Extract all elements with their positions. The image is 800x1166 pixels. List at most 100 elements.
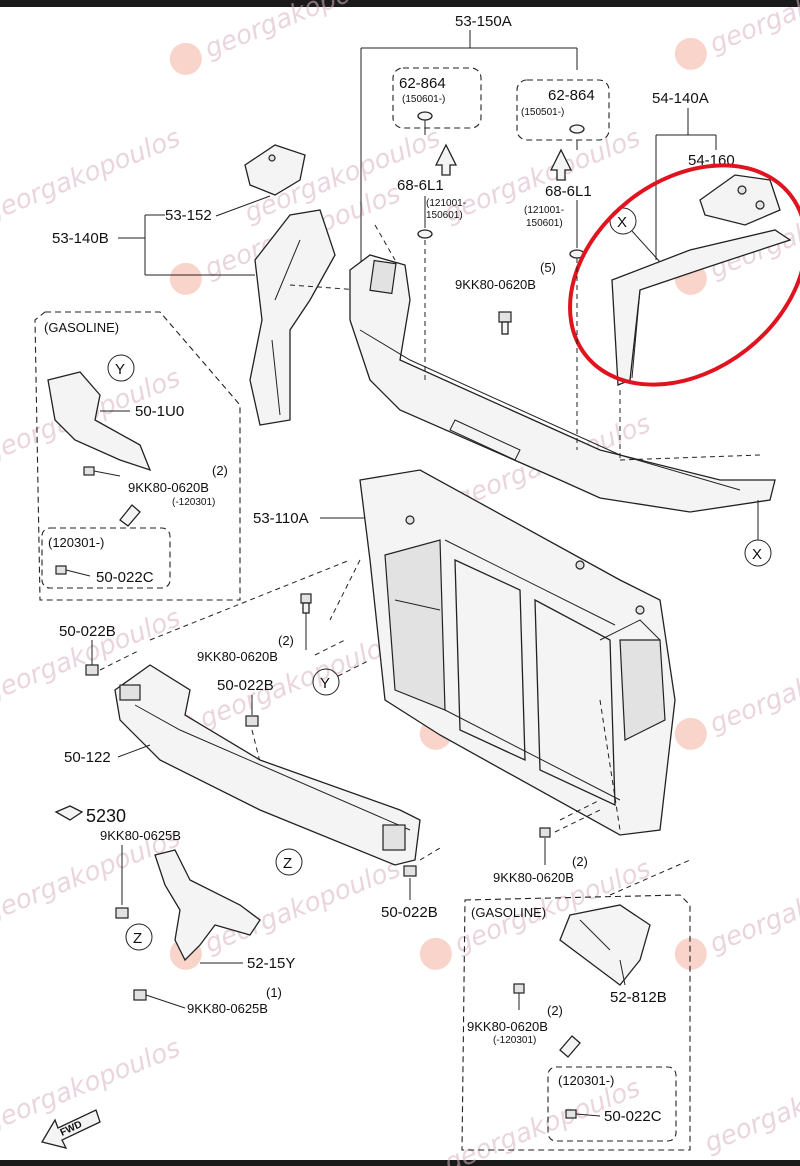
bolt-head-icon [300, 593, 312, 604]
callout-z-lower [125, 923, 153, 951]
callout-y-mid-label: Y [320, 675, 330, 692]
bolt-head-icon [115, 907, 129, 919]
label-bolt-right2-code: (-120301) [493, 1035, 536, 1046]
svg-text:georgakopoulos: georgakopoulos [700, 1053, 800, 1159]
upper-cross-member: X [349, 224, 776, 567]
label-box-left-code: (120301-) [48, 535, 104, 550]
group-53-140B: 53-152 53-140B [52, 144, 361, 426]
box-62-864-left: 62-864 (150601-) [392, 67, 482, 135]
watermark-fragment: georgakopoulos [0, 123, 185, 229]
group-5230: 5230 9KK80-0625B Z 52-15Y (1) 9KK80-0625… [54, 805, 295, 1016]
label-bolt-right-qty: (2) [572, 854, 588, 869]
callout-y-mid [312, 668, 340, 696]
callout-y-label: Y [115, 361, 125, 378]
box-62-864-right: 62-864 (150501-) [516, 79, 610, 150]
label-bolt-left-code: (-120301) [172, 497, 215, 508]
label-bolt-mid-qty: (2) [278, 633, 294, 648]
clip-icon [403, 865, 417, 877]
label-bolt-0625-qty: (1) [266, 985, 282, 1000]
watermark-logo: georgakopoulos [674, 0, 800, 70]
box-gasoline-right: (GASOLINE) 52-812B (2) 9KK80-0620B (-120… [461, 859, 691, 1151]
label-bolt-0625-top: 9KK80-0625B [100, 828, 181, 843]
callout-z-label: Z [283, 855, 292, 872]
group-68-6L1-right: 68-6L1 (121001- 150601) [524, 183, 592, 259]
label-52-15Y: 52-15Y [247, 955, 295, 972]
callout-z-lower-label: Z [133, 930, 142, 947]
label-bolt-right2-qty: (2) [547, 1003, 563, 1018]
label-53-140B: 53-140B [52, 230, 109, 247]
label-50-022B-c: 50-022B [381, 904, 438, 921]
label-68-6L1-right: 68-6L1 [545, 183, 592, 200]
label-bolt-top: 9KK80-0620B [455, 277, 536, 292]
bolt-head-icon [55, 565, 67, 575]
label-gasoline-left: (GASOLINE) [44, 320, 119, 335]
label-box-right-code: (120301-) [558, 1073, 614, 1088]
member-53-140B [249, 209, 336, 426]
clip-icon [245, 715, 259, 727]
arrow-up-icon [549, 148, 573, 181]
label-bolt-mid: 9KK80-0620B [197, 649, 278, 664]
highlight-circle [568, 163, 800, 387]
label-50-1U0: 50-1U0 [135, 403, 184, 420]
watermark-fragment: georgakopoulos [700, 1053, 800, 1159]
label-50-022C-left: 50-022C [96, 569, 154, 586]
svg-text:georgakopoulos: georgakopoulos [0, 123, 185, 229]
bolt-head-icon [498, 311, 512, 323]
svg-text:georgakopoulos: georgakopoulos [201, 0, 405, 65]
label-bolt-right2: 9KK80-0620B [467, 1019, 548, 1034]
label-50-022B-a: 50-022B [59, 623, 116, 640]
bolt-right: (2) 9KK80-0620B [493, 809, 601, 885]
arrow-icon [559, 1035, 581, 1058]
label-68-6L1-right-code2: 150601) [526, 218, 563, 229]
label-52-812B: 52-812B [610, 989, 667, 1006]
label-bolt-0625-bottom: 9KK80-0625B [187, 1001, 268, 1016]
bracket-52-15Y [154, 849, 261, 962]
bolt-top: (5) 9KK80-0620B [455, 260, 556, 335]
group-50-022B-a: 50-022B [59, 559, 351, 676]
callout-z [275, 848, 303, 876]
callout-x-bottom-label: X [752, 546, 762, 563]
arrow-icon [119, 504, 141, 527]
fwd-arrow-icon: FWD [40, 1109, 101, 1149]
arrow-up-icon [434, 143, 458, 176]
shroud-50-122: 50-122 Z [64, 664, 421, 876]
label-68-6L1-left: 68-6L1 [397, 177, 444, 194]
label-50-122: 50-122 [64, 749, 111, 766]
bottom-border [0, 1160, 800, 1166]
clip-icon [85, 664, 99, 676]
bracket-53-152 [244, 144, 306, 196]
bolt-head-icon [513, 983, 525, 994]
cover-50-1U0 [47, 371, 152, 472]
label-62-864-right: 62-864 [548, 87, 595, 104]
label-bolt-right: 9KK80-0620B [493, 870, 574, 885]
label-62-864-left: 62-864 [399, 75, 446, 92]
group-50-022B-c: 50-022B [381, 847, 441, 921]
label-bolt-top-qty: (5) [540, 260, 556, 275]
label-54-140A: 54-140A [652, 90, 709, 107]
label-gasoline-right: (GASOLINE) [471, 905, 546, 920]
bolt-mid: (2) 9KK80-0620B Y [197, 593, 371, 696]
watermark-logo: georgakopoulos [674, 634, 800, 750]
callout-y [107, 354, 135, 382]
label-bolt-left: 9KK80-0620B [128, 480, 209, 495]
bolt-head-icon [133, 989, 147, 1001]
bolt-head-icon [539, 827, 551, 838]
callout-x-label: X [617, 214, 627, 231]
svg-text:georgakopoulos: georgakopoulos [706, 854, 800, 960]
box-gasoline-left: (GASOLINE) Y 50-1U0 (2) 9KK80-0620B (-12… [34, 311, 241, 601]
label-5230: 5230 [86, 806, 126, 826]
top-border [0, 0, 800, 7]
svg-text:georgakopoulos: georgakopoulos [706, 634, 800, 740]
bolt-head-icon [83, 466, 95, 476]
clip-62-864-right [569, 124, 585, 134]
radiator-support-53-110A: 53-110A [253, 469, 676, 836]
label-53-150A: 53-150A [455, 13, 512, 30]
label-bolt-left-qty: (2) [212, 463, 228, 478]
wire-icon [54, 805, 84, 821]
label-53-110A: 53-110A [253, 510, 309, 527]
clip-62-864-left [417, 111, 433, 121]
label-50-022B-b: 50-022B [217, 677, 274, 694]
label-62-864-right-code: (150501-) [521, 107, 564, 118]
